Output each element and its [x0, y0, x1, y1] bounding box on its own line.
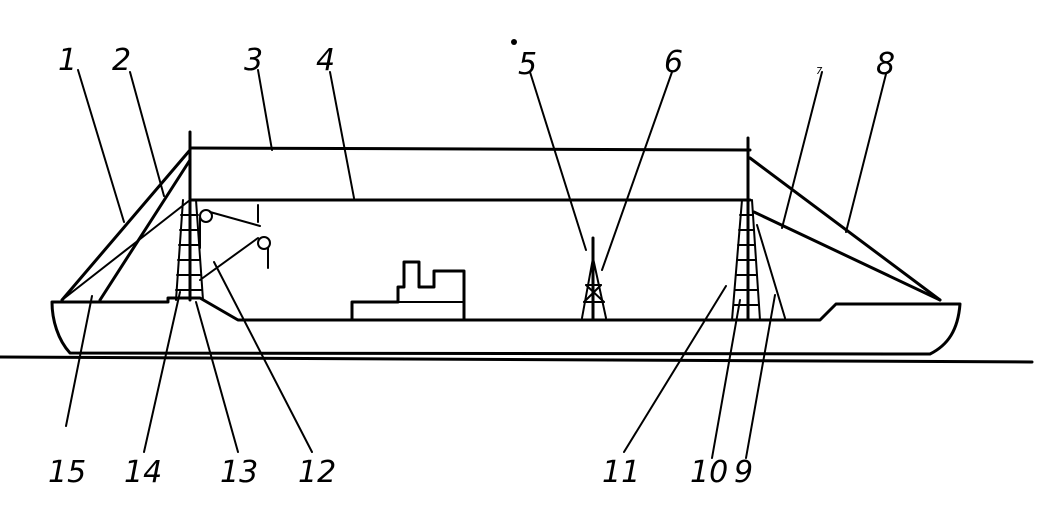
label-6: 6: [664, 45, 683, 80]
label-9: 9: [734, 455, 753, 490]
right-tower: [731, 199, 761, 321]
label-11: 11: [602, 455, 640, 490]
hoist-mechanism: [199, 204, 271, 281]
label-7: 7: [816, 66, 823, 77]
right-stay-mid: [752, 210, 942, 302]
label-10: 10: [690, 455, 728, 490]
label-12: 12: [298, 455, 336, 490]
deck-cargo: [350, 260, 466, 322]
left-stay-lower: [61, 199, 191, 301]
water-line: [0, 355, 1034, 364]
left-tower: [175, 199, 204, 301]
deck-mast: [581, 236, 607, 322]
label-3: 3: [244, 43, 263, 78]
label-4: 4: [316, 43, 335, 78]
label-13: 13: [220, 455, 258, 490]
label-15: 15: [48, 455, 86, 490]
ink-dot: [511, 39, 517, 45]
upper-beam: [188, 146, 752, 152]
leader-lines: [65, 69, 887, 459]
label-5: 5: [518, 47, 537, 82]
left-stay-inner: [98, 158, 192, 302]
label-8: 8: [876, 47, 895, 82]
label-2: 2: [112, 43, 131, 78]
right-stay-top: [748, 156, 942, 302]
label-14: 14: [124, 455, 162, 490]
hull: [50, 296, 962, 356]
label-1: 1: [58, 43, 77, 78]
left-stay-outer: [60, 148, 192, 302]
right-stay-small: [756, 224, 786, 319]
